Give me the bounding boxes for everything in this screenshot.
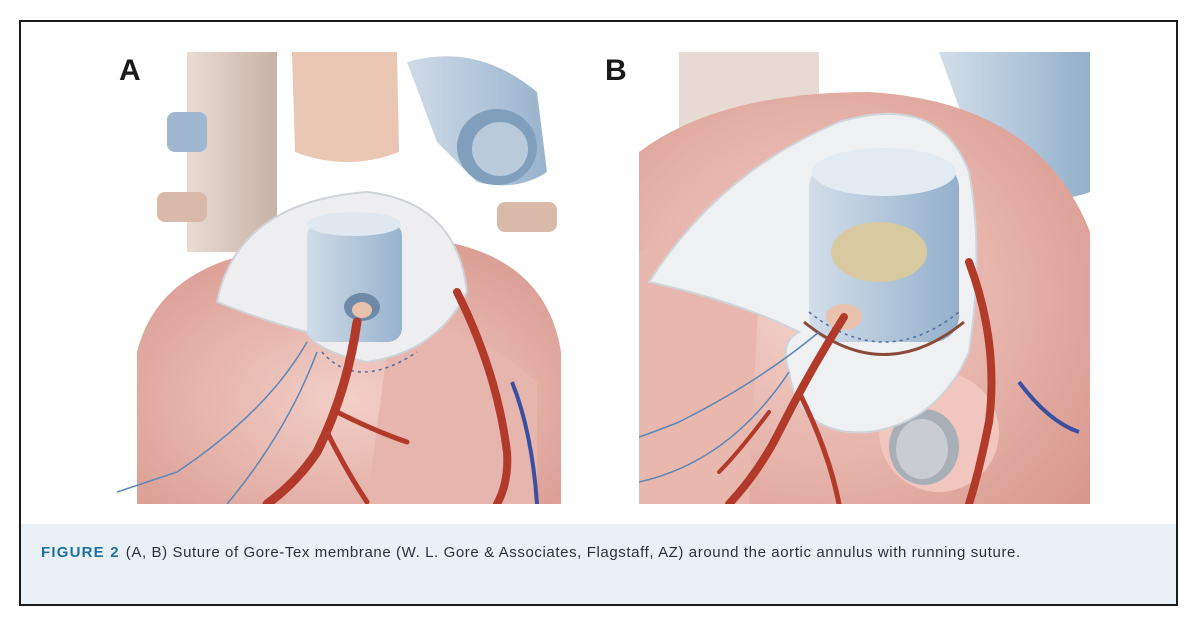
- figure-frame: A B FIGURE 2 (A, B) Suture of Gore-Tex me…: [19, 20, 1178, 606]
- suture-thread: [117, 341, 308, 493]
- caption-text: (A, B) Suture of Gore-Tex membrane (W. L…: [125, 544, 1021, 561]
- aorta-trunk: [292, 52, 399, 162]
- svc-vessel: [187, 52, 277, 252]
- coronary-artery-right: [453, 288, 512, 504]
- heart-illustration-a: [117, 52, 561, 504]
- caption-figure-label: FIGURE 2: [41, 544, 120, 561]
- panel-a-illustration: [117, 52, 561, 504]
- panel-b-illustration: [639, 52, 1090, 504]
- coronary-artery-left: [262, 317, 362, 504]
- figure-caption: FIGURE 2 (A, B) Suture of Gore-Tex membra…: [21, 524, 1176, 604]
- panel-label-a: A: [119, 54, 141, 87]
- panel-label-b: B: [605, 54, 627, 87]
- suture-thread-b: [639, 331, 820, 438]
- coronary-artery-left-b: [725, 313, 848, 504]
- heart-illustration-b: [639, 52, 1090, 504]
- valve-leaflets: [831, 222, 927, 282]
- pulmonary-vessel-b: [939, 52, 1090, 198]
- coronary-artery-right-b: [965, 258, 996, 504]
